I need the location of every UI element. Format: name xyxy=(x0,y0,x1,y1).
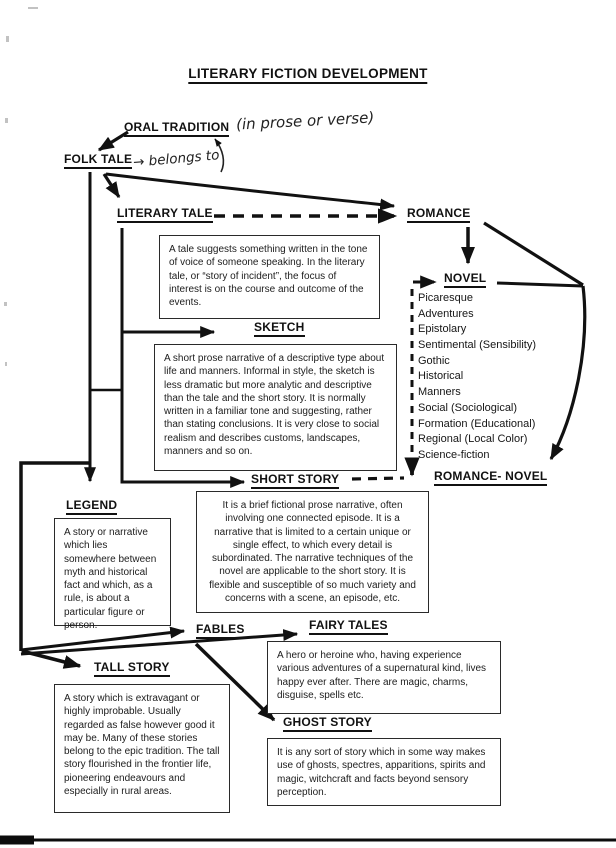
node-novel: NOVEL xyxy=(444,271,487,288)
legend-description-box: A story or narrative which lies somewher… xyxy=(54,518,171,631)
novel-type-item: Sentimental (Sensibility) xyxy=(418,339,536,352)
node-sketch: SKETCH xyxy=(254,320,305,337)
arrow-folktale-to-literarytale xyxy=(102,173,121,199)
short-story-description: It is a brief fictional prose narrative,… xyxy=(209,500,416,605)
sketch-description-box: A short prose narrative of a descriptive… xyxy=(154,344,397,471)
novel-type-item: Historical xyxy=(418,370,464,383)
novel-type-item: Picaresque xyxy=(418,292,474,304)
node-folk-tale: FOLK TALE xyxy=(64,152,133,169)
novel-type-item: Manners xyxy=(418,386,461,399)
node-fables: FABLES xyxy=(196,622,245,639)
node-legend: LEGEND xyxy=(66,498,118,515)
sketch-description: A short prose narrative of a descriptive… xyxy=(164,353,385,458)
node-short-story: SHORT STORY xyxy=(251,472,340,489)
novel-type-item: Formation (Educational) xyxy=(418,417,536,430)
scan-speck xyxy=(28,7,38,9)
novel-type-item: Science-fiction xyxy=(418,448,490,461)
fairy-tales-description: A hero or heroine who, having experience… xyxy=(277,650,487,701)
scan-speck xyxy=(6,36,9,42)
node-fairy-tales: FAIRY TALES xyxy=(309,618,388,635)
novel-types-list: Picaresque Adventures Epistolary Sentime… xyxy=(418,291,536,464)
legend-description: A story or narrative which lies somewher… xyxy=(64,527,157,632)
handwritten-note-prose-or-verse: (in prose or verse) xyxy=(235,108,375,134)
short-story-description-box: It is a brief fictional prose narrative,… xyxy=(196,491,429,613)
scan-speck xyxy=(4,302,7,306)
node-literary-tale: LITERARY TALE xyxy=(117,206,213,223)
arrow-to-tallstory xyxy=(21,649,82,669)
node-romance: ROMANCE xyxy=(407,206,471,223)
novel-type-item: Adventures xyxy=(418,307,474,320)
literary-tale-description-box: A tale suggests something written in the… xyxy=(159,235,380,319)
scan-speck xyxy=(5,362,7,366)
line-romance-right xyxy=(483,221,584,287)
literary-tale-description: A tale suggests something written in the… xyxy=(169,244,368,309)
arrow-folktale-to-romance xyxy=(105,172,396,211)
novel-type-item: Social (Sociological) xyxy=(418,401,518,414)
fairy-tales-description-box: A hero or heroine who, having experience… xyxy=(267,641,501,714)
arrow-to-romancenovel xyxy=(549,285,587,461)
tall-story-description-box: A story which is extravagant or highly i… xyxy=(54,684,230,813)
node-ghost-story: GHOST STORY xyxy=(283,715,372,732)
page-title: LITERARY FICTION DEVELOPMENT xyxy=(188,66,428,84)
novel-type-item: Gothic xyxy=(418,354,450,367)
handwritten-note-belongs-to: → belongs to xyxy=(132,147,221,171)
ghost-story-description: It is any sort of story which in some wa… xyxy=(277,747,486,798)
ghost-story-description-box: It is any sort of story which in some wa… xyxy=(267,738,501,806)
tall-story-description: A story which is extravagant or highly i… xyxy=(64,693,220,798)
node-oral-tradition: ORAL TRADITION xyxy=(124,120,230,137)
dashed-line-shortstory xyxy=(351,476,405,481)
novel-type-item: Epistolary xyxy=(418,323,467,336)
node-tall-story: TALL STORY xyxy=(94,660,170,677)
novel-type-item: Regional (Local Color) xyxy=(418,433,528,446)
line-novel-right xyxy=(496,281,584,288)
node-romance-novel: ROMANCE- NOVEL xyxy=(434,469,548,486)
scan-speck xyxy=(5,118,8,123)
